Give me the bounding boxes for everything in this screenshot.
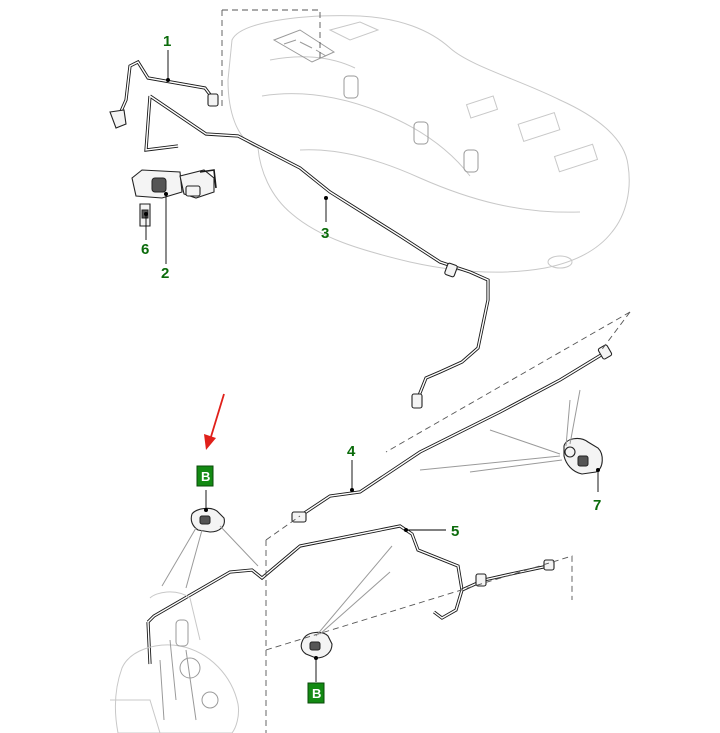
callout-labels: 1 2 3 4 5 6 7 [141, 33, 601, 540]
badge-b-upper-label: B [201, 469, 210, 484]
callout-3: 3 [321, 225, 329, 242]
tank-detail-dashed-box [221, 9, 321, 110]
red-arrow [204, 393, 225, 450]
detail-dashed-lines [265, 311, 631, 733]
callout-2: 2 [161, 265, 169, 282]
pipe-3 [144, 94, 490, 409]
leader-lines [144, 50, 600, 682]
fuel-tank-ghost [227, 15, 630, 273]
clip-pointer-lines [161, 389, 581, 637]
badge-b-lower-label: B [312, 686, 321, 701]
callout-6: 6 [141, 241, 149, 258]
clip-7-part [563, 437, 603, 475]
callout-7: 7 [593, 497, 601, 514]
badge-b-upper: B [196, 465, 214, 487]
callout-5: 5 [451, 523, 459, 540]
valve-bracket-assembly [131, 169, 217, 227]
clip-b-lower-part [300, 631, 333, 659]
engine-ghost [110, 591, 239, 733]
callout-1: 1 [163, 33, 171, 50]
badge-b-lower: B [307, 682, 325, 704]
pipe-4 [291, 344, 613, 523]
callout-4: 4 [347, 443, 356, 460]
pipe-1 [109, 59, 219, 129]
